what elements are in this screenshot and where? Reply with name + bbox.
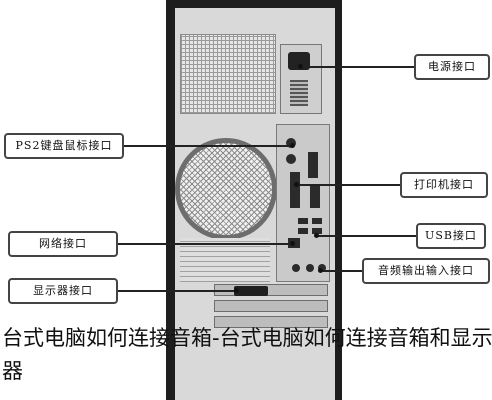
io-panel: [276, 124, 330, 282]
vga-connector: [234, 286, 268, 296]
case-fan: [175, 138, 277, 240]
power-port-label: 电源接口: [414, 54, 490, 80]
power-port-leader: [300, 66, 414, 68]
power-port-pointer: [298, 64, 303, 69]
display-port-pointer: [234, 288, 239, 293]
ps2-port-pointer: [290, 143, 295, 148]
lower-vent: [180, 238, 270, 282]
usb-connector: [298, 218, 308, 224]
network-port-pointer: [290, 241, 295, 246]
serial-connector-2: [310, 186, 320, 208]
ps2-port-leader: [124, 145, 292, 147]
power-socket: [288, 52, 310, 70]
usb-port-leader: [316, 235, 416, 237]
printer-port-label: 打印机接口: [400, 172, 488, 198]
display-port-label: 显示器接口: [8, 278, 118, 304]
parallel-connector: [290, 172, 300, 208]
network-port-leader: [118, 243, 292, 245]
expansion-slot: [214, 316, 328, 328]
usb-connector: [312, 218, 322, 224]
audio-port-leader: [320, 270, 362, 272]
psu-vent-grille: [180, 34, 276, 114]
audio-port-label: 音频输出输入接口: [362, 258, 490, 284]
display-port-leader: [118, 290, 236, 292]
printer-port-pointer: [294, 182, 299, 187]
usb-port-pointer: [314, 233, 319, 238]
audio-jack: [292, 264, 300, 272]
expansion-slot: [214, 300, 328, 312]
network-port-label: 网络接口: [8, 231, 118, 257]
usb-connector: [312, 228, 322, 234]
ps2-port-label: PS2键盘鼠标接口: [4, 133, 124, 159]
printer-port-leader: [296, 184, 400, 186]
audio-port-pointer: [318, 268, 323, 273]
ps2-mouse-connector: [286, 154, 296, 164]
usb-connector: [298, 228, 308, 234]
serial-connector: [308, 152, 318, 178]
audio-jack: [306, 264, 314, 272]
usb-port-label: USB接口: [416, 223, 486, 249]
page-caption: 台式电脑如何连接音箱-台式电脑如何连接音箱和显示器: [2, 326, 492, 383]
power-switch: [290, 80, 308, 106]
